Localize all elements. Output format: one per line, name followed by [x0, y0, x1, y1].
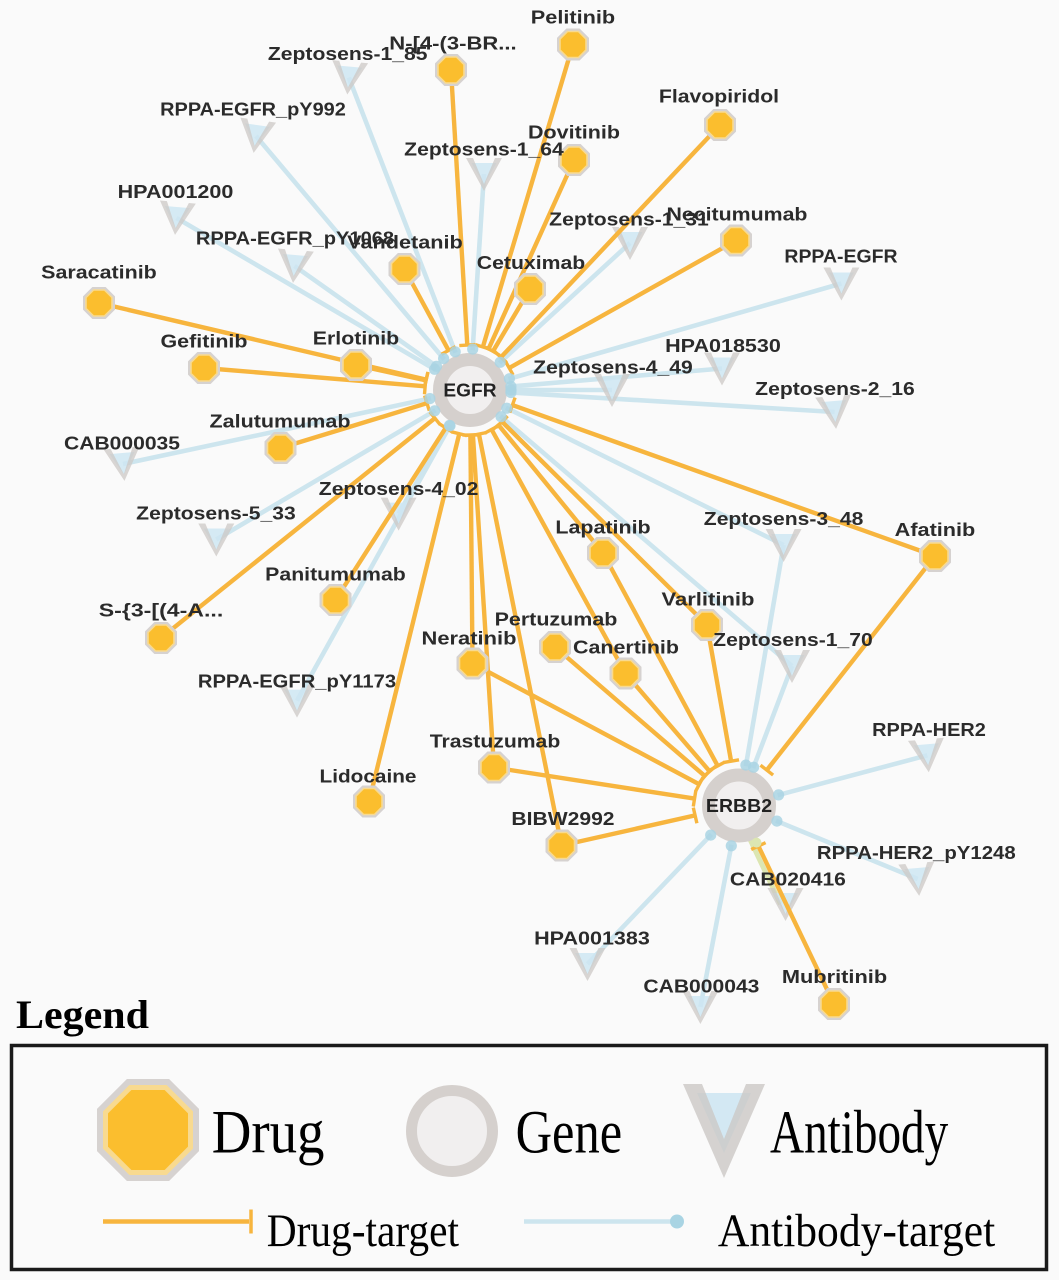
svg-text:Lidocaine: Lidocaine: [320, 766, 417, 786]
svg-text:Pertuzumab: Pertuzumab: [495, 609, 618, 629]
svg-text:Antibody-target: Antibody-target: [718, 1206, 995, 1257]
svg-text:Dovitinib: Dovitinib: [528, 122, 620, 142]
svg-text:CAB000043: CAB000043: [643, 976, 759, 996]
svg-text:RPPA-HER2: RPPA-HER2: [872, 720, 986, 740]
svg-text:Zeptosens-1_70: Zeptosens-1_70: [713, 630, 873, 650]
svg-text:Antibody: Antibody: [770, 1100, 949, 1167]
svg-text:Zeptosens-4_02: Zeptosens-4_02: [319, 479, 479, 499]
svg-text:CAB000035: CAB000035: [64, 433, 180, 453]
svg-text:Neratinib: Neratinib: [422, 628, 517, 648]
svg-text:HPA001383: HPA001383: [534, 928, 650, 948]
svg-text:Zeptosens-5_33: Zeptosens-5_33: [136, 503, 296, 523]
svg-text:N-[4-(3-BR...: N-[4-(3-BR...: [389, 33, 516, 53]
svg-text:Trastuzumab: Trastuzumab: [430, 731, 561, 751]
svg-text:ERBB2: ERBB2: [706, 796, 772, 816]
svg-text:Vandetanib: Vandetanib: [347, 232, 463, 252]
svg-text:RPPA-HER2_pY1248: RPPA-HER2_pY1248: [817, 843, 1016, 863]
svg-text:Erlotinib: Erlotinib: [313, 328, 399, 348]
svg-text:Legend: Legend: [16, 992, 149, 1037]
svg-text:RPPA-EGFR: RPPA-EGFR: [784, 246, 897, 266]
svg-text:Zeptosens-1_31: Zeptosens-1_31: [549, 209, 709, 229]
svg-text:Lapatinib: Lapatinib: [555, 517, 650, 537]
svg-text:RPPA-EGFR_pY1173: RPPA-EGFR_pY1173: [198, 671, 396, 691]
svg-text:Zeptosens-1_64: Zeptosens-1_64: [404, 139, 564, 159]
svg-text:Pelitinib: Pelitinib: [531, 7, 615, 27]
svg-text:Cetuximab: Cetuximab: [477, 253, 585, 273]
svg-text:CAB020416: CAB020416: [730, 870, 846, 890]
svg-text:Zeptosens-4_49: Zeptosens-4_49: [533, 357, 693, 377]
svg-text:Zeptosens-1_85: Zeptosens-1_85: [268, 44, 428, 64]
svg-text:Saracatinib: Saracatinib: [41, 262, 157, 282]
svg-text:Zalutumumab: Zalutumumab: [210, 411, 351, 431]
svg-text:Gefitinib: Gefitinib: [161, 331, 248, 351]
svg-text:Zeptosens-3_48: Zeptosens-3_48: [704, 509, 864, 529]
svg-text:Panitumumab: Panitumumab: [265, 564, 406, 584]
svg-text:Mubritinib: Mubritinib: [782, 967, 887, 987]
svg-text:Canertinib: Canertinib: [573, 637, 679, 657]
svg-text:Afatinib: Afatinib: [895, 520, 976, 540]
svg-text:Flavopiridol: Flavopiridol: [659, 86, 779, 106]
svg-text:Drug-target: Drug-target: [267, 1206, 459, 1257]
svg-text:BIBW2992: BIBW2992: [511, 809, 614, 829]
svg-text:Drug: Drug: [212, 1100, 325, 1167]
svg-text:RPPA-EGFR_pY1068: RPPA-EGFR_pY1068: [196, 228, 394, 248]
svg-text:HPA018530: HPA018530: [665, 336, 781, 356]
svg-text:Gene: Gene: [516, 1100, 623, 1167]
svg-text:EGFR: EGFR: [443, 380, 496, 400]
svg-text:RPPA-EGFR_pY992: RPPA-EGFR_pY992: [160, 99, 346, 119]
svg-text:Zeptosens-2_16: Zeptosens-2_16: [755, 379, 915, 399]
svg-text:Varlitinib: Varlitinib: [662, 589, 755, 609]
svg-text:HPA001200: HPA001200: [118, 182, 234, 202]
svg-text:S-{3-[(4-A...: S-{3-[(4-A...: [99, 600, 224, 620]
svg-text:Necitumumab: Necitumumab: [667, 204, 808, 224]
